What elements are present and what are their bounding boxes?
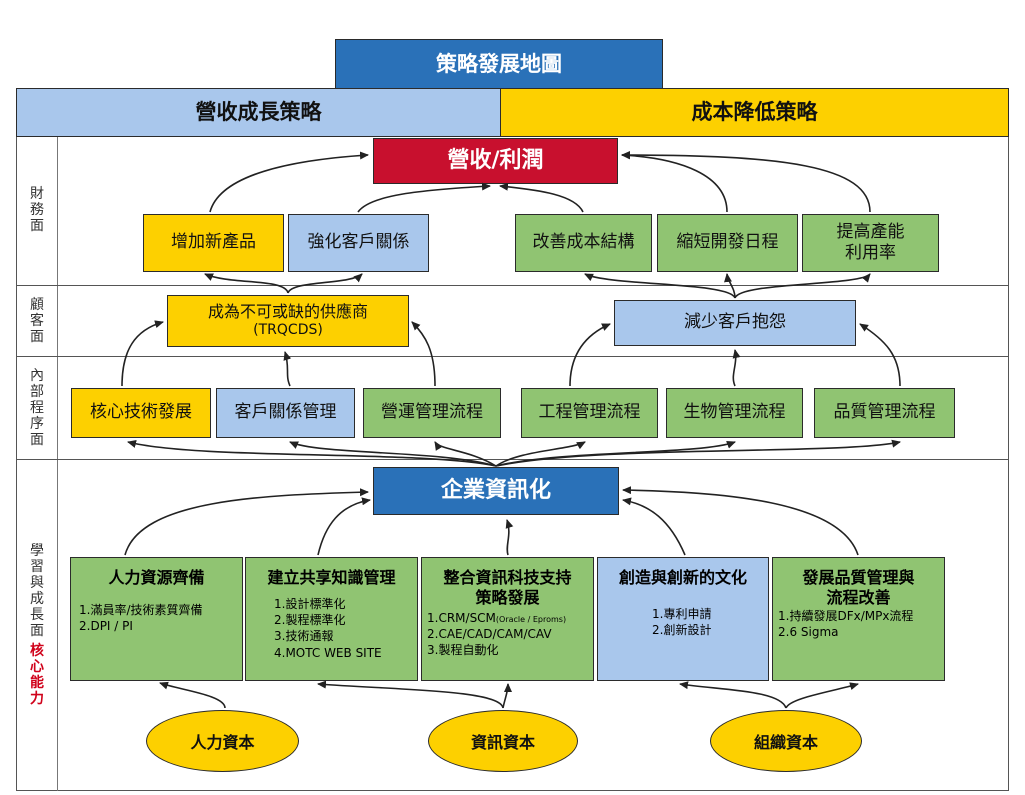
row-divider-3 — [16, 459, 1009, 460]
new-product-box: 增加新產品 — [143, 214, 284, 272]
customer-relationship-box: 強化客戶關係 — [288, 214, 429, 272]
arrow-tech-to-it — [505, 519, 514, 556]
arrow-it-to-eng — [495, 441, 586, 467]
innovation-culture-box: 創造與創新的文化 1.專利申請 2.創新設計 — [597, 557, 769, 681]
revenue-profit-box: 營收/利潤 — [373, 138, 618, 184]
row-divider-1 — [16, 285, 1009, 286]
arrow-coststruct-to-profit — [499, 182, 584, 213]
cost-reduction-strategy: 成本降低策略 — [500, 88, 1009, 137]
core-tech-box: 核心技術發展 — [71, 388, 211, 438]
operations-process-box: 營運管理流程 — [363, 388, 501, 438]
label-column-divider — [57, 136, 58, 791]
arrow-supplier-to-newproduct — [204, 273, 289, 294]
arrow-it-to-crm — [289, 441, 497, 467]
human-capital: 人力資本 — [146, 710, 299, 772]
arrow-complaint-to-capacity — [734, 273, 871, 299]
engineering-process-box: 工程管理流程 — [521, 388, 658, 438]
arrow-quality-to-complaint — [859, 323, 901, 387]
arrow-crm-to-supplier — [283, 351, 292, 387]
arrow-schedule-to-profit — [621, 151, 728, 213]
row-label-customer: 顧 客 面 — [30, 296, 44, 346]
knowledge-management-box: 建立共享知識管理 1.設計標準化 2.製程標準化 3.技術通報 4.MOTC W… — [245, 557, 418, 681]
hr-readiness-box: 人力資源齊備 1.滿員率/技術素質齊備 2.DPI / PI — [70, 557, 243, 681]
cost-structure-box: 改善成本結構 — [515, 214, 652, 272]
arrow-infocap-to-tech — [502, 683, 512, 709]
quality-process-box: 品質管理流程 — [814, 388, 955, 438]
row-label-internal: 內 部 程 序 面 — [30, 367, 44, 449]
row-label-financial: 財 務 面 — [30, 185, 44, 235]
arrow-hr-to-it — [124, 488, 369, 556]
information-capital: 資訊資本 — [428, 710, 578, 772]
row-divider-2 — [16, 356, 1009, 357]
enterprise-it-box: 企業資訊化 — [373, 467, 619, 515]
row-label-core: 核 — [30, 643, 44, 660]
arrow-bio-to-complaint — [732, 349, 741, 387]
arrow-orgcap-to-quality — [785, 682, 859, 709]
arrow-infocap-to-km — [317, 680, 504, 709]
revenue-growth-strategy: 營收成長策略 — [16, 88, 501, 137]
arrow-it-to-quality — [495, 439, 901, 467]
biology-process-box: 生物管理流程 — [666, 388, 803, 438]
arrow-complaint-to-coststruct — [584, 273, 736, 299]
organization-capital: 組織資本 — [710, 710, 862, 772]
arrow-quality-to-it — [622, 486, 859, 556]
arrow-coretech-to-supplier — [121, 320, 164, 387]
capacity-utilization-box: 提高產能 利用率 — [802, 214, 939, 272]
shorten-schedule-box: 縮短開發日程 — [657, 214, 798, 272]
arrow-supplier-to-custrel — [287, 273, 363, 294]
arrow-culture-to-it — [622, 497, 686, 556]
arrow-humancap-to-hr — [159, 681, 226, 709]
row-label-learning: 學 習 與 成 長 面 核 心 能 力 — [30, 542, 44, 708]
arrow-custrel-to-profit — [357, 182, 491, 213]
arrow-it-to-ops — [434, 441, 497, 467]
arrow-it-to-coretech — [127, 440, 497, 467]
indispensable-supplier-box: 成為不可或缺的供應商 (TRQCDS) — [167, 295, 409, 347]
arrow-complaint-to-schedule — [724, 273, 736, 299]
it-integration-box: 整合資訊科技支持 策略發展 1.CRM/SCM(Oracle / Eproms)… — [421, 557, 594, 681]
arrow-eng-to-complaint — [569, 323, 611, 387]
arrow-km-to-it — [317, 497, 371, 556]
arrow-orgcap-to-culture — [679, 681, 787, 709]
quality-improvement-box: 發展品質管理與 流程改善 1.持續發展DFx/MPx流程 2.6 Sigma — [772, 557, 945, 681]
arrow-newproduct-to-profit — [209, 151, 369, 213]
map-title: 策略發展地圖 — [335, 39, 663, 89]
crm-process-box: 客戶關係管理 — [216, 388, 355, 438]
arrow-capacity-to-profit — [621, 151, 871, 213]
arrow-ops-to-supplier — [411, 321, 436, 387]
reduce-complaints-box: 減少客戶抱怨 — [614, 300, 856, 346]
